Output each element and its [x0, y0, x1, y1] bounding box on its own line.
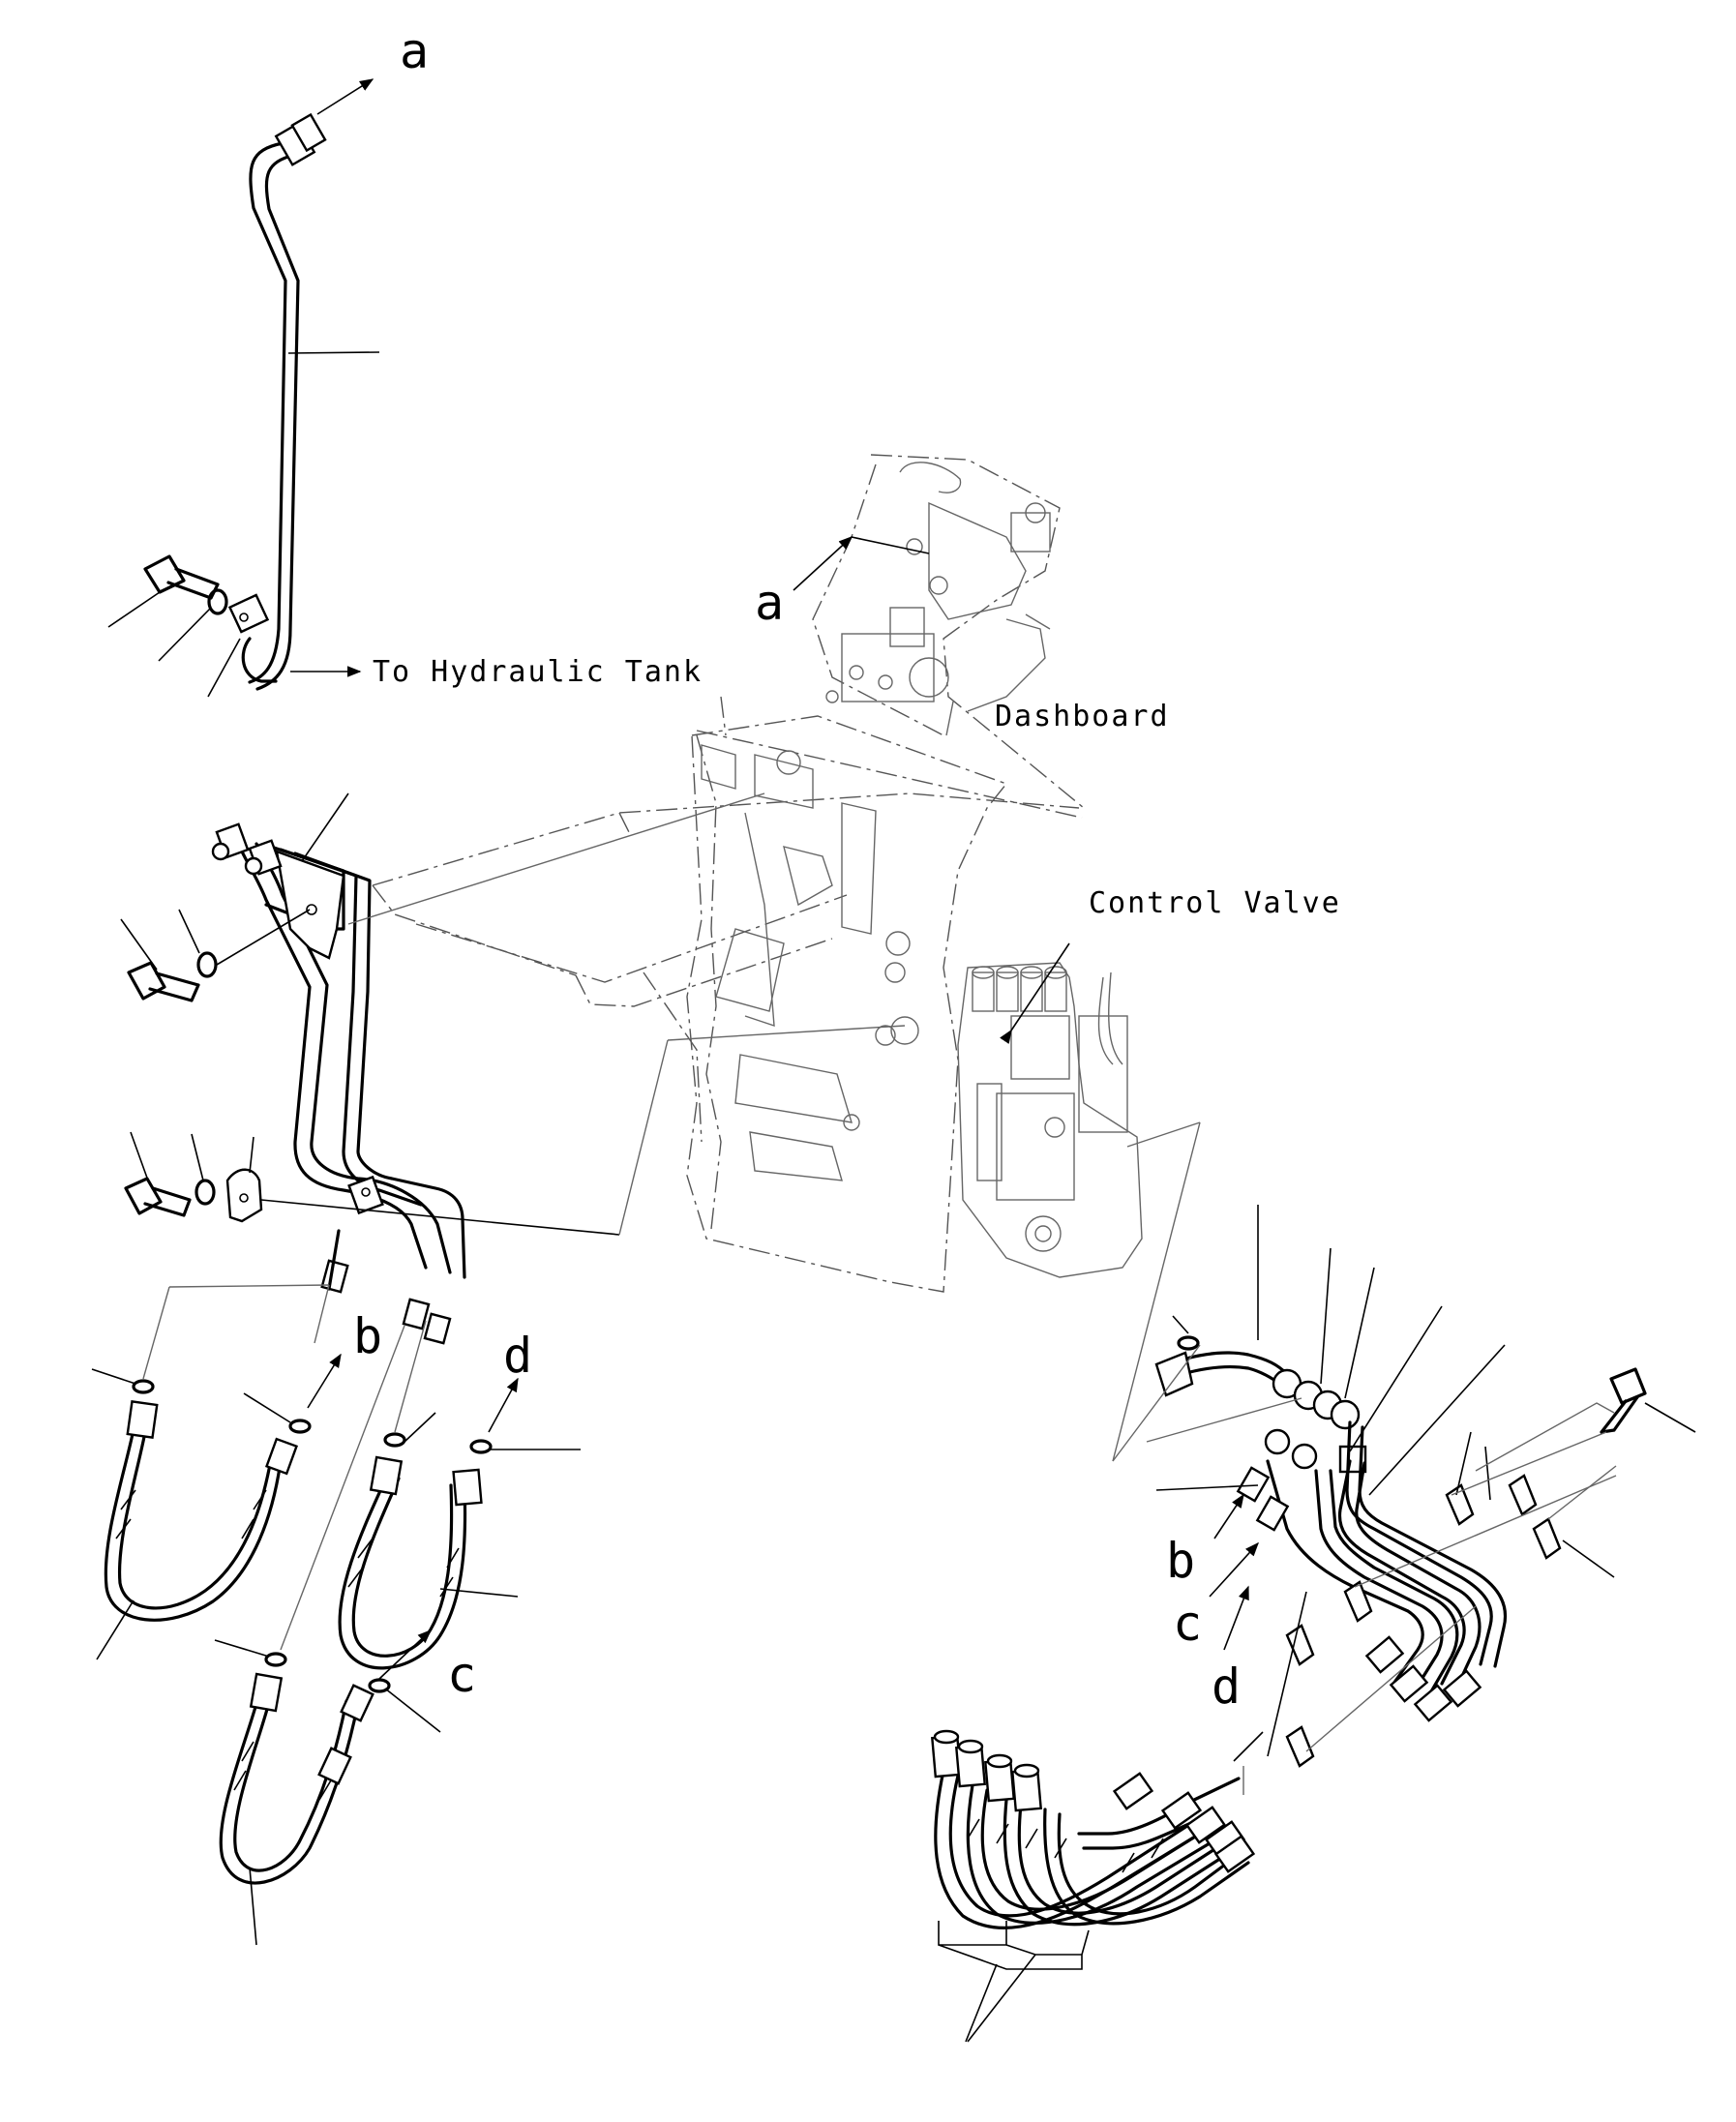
ref-a-dashboard: a [755, 575, 784, 631]
dashboard-label: Dashboard [995, 700, 1170, 733]
bolt-part [143, 554, 220, 600]
control-valve-label: Control Valve [1089, 886, 1341, 920]
left-pipe-assembly [120, 792, 906, 1345]
ref-c-left: c [447, 1647, 476, 1703]
washer-part [207, 588, 228, 615]
ref-b-left: b [353, 1308, 382, 1364]
right-hose-bundle [931, 1729, 1256, 2043]
frame-dashboard-outline [372, 454, 1085, 1293]
to-hydraulic-tank-label: To Hydraulic Tank [373, 655, 703, 689]
right-pipe-assembly [1112, 1121, 1696, 1795]
return-pipe-assembly [107, 78, 380, 698]
left-hose-3 [214, 1325, 441, 1946]
ref-a-top: a [400, 23, 429, 79]
left-hose-1 [91, 1284, 342, 1660]
ref-d-left: d [503, 1328, 532, 1384]
control-valve [957, 942, 1143, 1278]
ref-c-right: c [1173, 1596, 1202, 1652]
ref-d-right: d [1212, 1659, 1241, 1715]
left-hose-2 [338, 1320, 581, 1670]
ref-b-right: b [1166, 1533, 1195, 1589]
